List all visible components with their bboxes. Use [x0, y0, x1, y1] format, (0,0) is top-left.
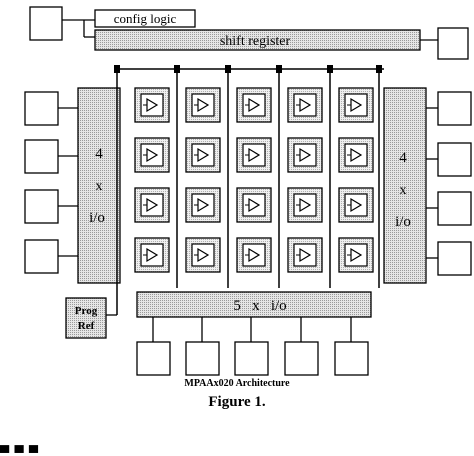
pad-box: [437, 142, 472, 177]
cell-r2-c2: [185, 137, 221, 173]
bus-node-3: [276, 65, 282, 73]
pad-box: [24, 91, 59, 126]
cell-r2-c5: [338, 137, 374, 173]
diagram-title: MPAAx020 Architecture: [184, 378, 290, 389]
prog-ref-line2: Ref: [78, 320, 95, 332]
left-pad-4: [24, 239, 78, 274]
right-io-block: [383, 87, 427, 284]
pad-box: [24, 239, 59, 274]
pad-box: [234, 341, 269, 376]
pad-box: [284, 341, 319, 376]
cell-r2-c1: [134, 137, 170, 173]
cell-r1-c1: [134, 87, 170, 123]
left-io-times: x: [96, 179, 103, 194]
left-io-unit: i/o: [89, 210, 105, 226]
bottom-io-label: 5 x i/o: [233, 298, 286, 314]
left-io-count: 4: [95, 146, 103, 162]
cell-r4-c5: [338, 237, 374, 273]
bottom-pad-3: [234, 317, 269, 376]
bus-node-4: [327, 65, 333, 73]
right-io-unit: i/o: [395, 214, 411, 230]
cell-r1-c2: [185, 87, 221, 123]
cell-r3-c4: [287, 187, 323, 223]
pad-box: [437, 91, 472, 126]
bottom-pad-2: [185, 317, 220, 376]
cell-r3-c1: [134, 187, 170, 223]
cell-r1-c4: [287, 87, 323, 123]
cell-r1-c3: [236, 87, 272, 123]
pad-box: [334, 341, 369, 376]
config-logic-block: [94, 9, 196, 28]
cell-array: [134, 87, 374, 273]
pad-box: [24, 189, 59, 224]
bottom-io-block: [136, 291, 372, 318]
cell-r4-c1: [134, 237, 170, 273]
cell-r1-c5: [338, 87, 374, 123]
right-pad-1: [426, 91, 472, 126]
pad-box: [437, 191, 472, 226]
figure-label: Figure 1.: [208, 394, 266, 410]
cut-off-text-fragment: ▄ ▄ ▄: [0, 437, 40, 452]
prog-ref-line1: Prog: [75, 305, 98, 317]
left-io-block: [77, 87, 121, 284]
cell-r2-c4: [287, 137, 323, 173]
right-pad-4: [426, 241, 472, 276]
shift-register-pad: [437, 27, 469, 60]
right-pad-2: [426, 142, 472, 177]
left-pad-2: [24, 139, 78, 174]
pad-box: [185, 341, 220, 376]
cell-r4-c4: [287, 237, 323, 273]
right-io-times: x: [400, 183, 407, 198]
bottom-pads: [136, 317, 369, 376]
prog-ref-block: [65, 297, 107, 339]
cell-r4-c2: [185, 237, 221, 273]
bottom-pad-5: [334, 317, 369, 376]
bottom-pad-4: [284, 317, 319, 376]
bus-node-1: [174, 65, 180, 73]
left-pads: [24, 91, 78, 274]
right-pad-3: [426, 191, 472, 226]
shift-register-label: shift register: [220, 34, 291, 49]
cell-r3-c3: [236, 187, 272, 223]
bottom-pad-1: [136, 317, 171, 376]
cell-r4-c3: [236, 237, 272, 273]
cell-r3-c2: [185, 187, 221, 223]
pad-box: [437, 241, 472, 276]
left-pad-3: [24, 189, 78, 224]
bus-drops: [114, 65, 382, 288]
right-pads: [426, 91, 472, 276]
config-pad: [29, 6, 63, 41]
pad-box: [136, 341, 171, 376]
config-logic-label: config logic: [114, 11, 177, 26]
pad-box: [24, 139, 59, 174]
cell-r2-c3: [236, 137, 272, 173]
cell-r3-c5: [338, 187, 374, 223]
bus-node-5: [376, 65, 382, 73]
left-pad-1: [24, 91, 78, 126]
right-io-count: 4: [399, 150, 407, 166]
bus-node-2: [225, 65, 231, 73]
